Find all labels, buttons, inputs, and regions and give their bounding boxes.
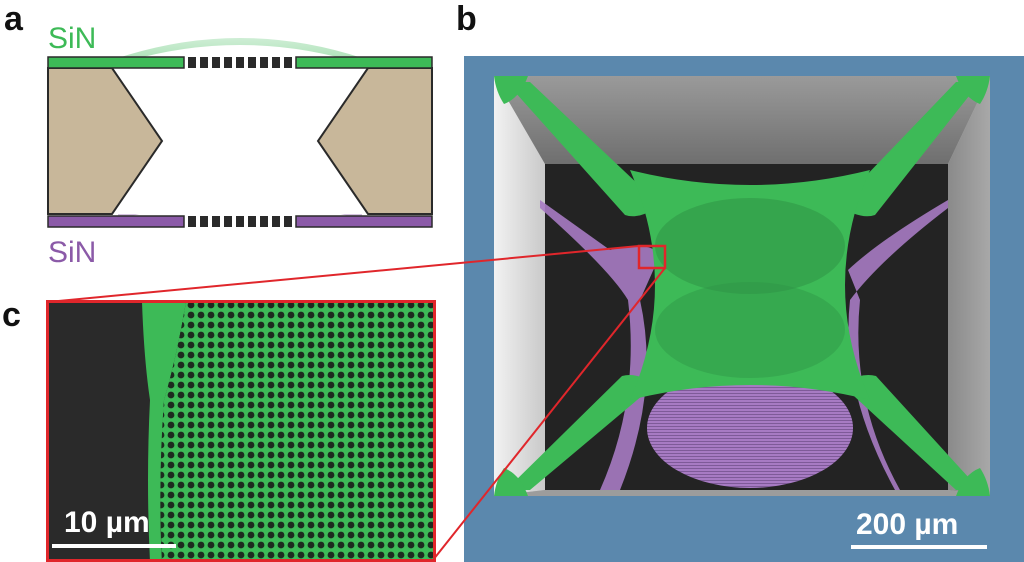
top-membrane-deflected <box>118 38 362 64</box>
scale-bar-c <box>52 544 176 548</box>
scale-bar-c-label: 10 µm <box>64 506 150 539</box>
dark-window <box>545 164 948 490</box>
bottom-membrane <box>540 200 948 490</box>
top-sin-label: SiN <box>48 22 97 55</box>
panel-a-letter: a <box>4 0 23 38</box>
membrane-edge <box>142 302 186 562</box>
scale-bar-b-label: 200 µm <box>856 508 959 541</box>
top-membrane-pad-upper <box>655 198 845 294</box>
pit-wall-bottom <box>494 490 990 496</box>
panel-c-letter: c <box>2 296 21 334</box>
panel-a-schematic <box>47 38 433 228</box>
panel-c-zoom-image <box>46 300 436 562</box>
zoom-box <box>637 244 667 270</box>
pit-wall-top <box>494 76 990 164</box>
zoom-line-bottom <box>432 267 666 561</box>
pit-wall-right <box>948 76 990 496</box>
top-membrane <box>494 76 990 496</box>
bottom-membrane-pad <box>647 368 853 488</box>
panel-b-letter: b <box>456 0 477 38</box>
bottom-sin-layer <box>47 215 433 228</box>
scale-bar-b <box>851 545 987 549</box>
pit-wall-left <box>494 76 545 496</box>
pit-rim <box>494 76 990 496</box>
top-sin-layer <box>47 56 433 69</box>
perforated-region <box>160 302 434 560</box>
top-membrane-pad-lower <box>655 282 845 378</box>
sem-background <box>464 56 1024 562</box>
